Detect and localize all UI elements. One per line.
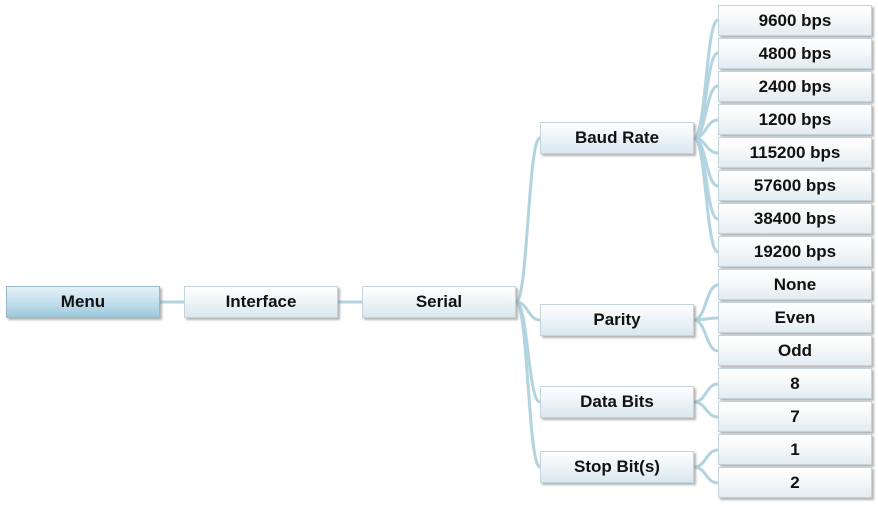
stop-bits-option-2[interactable]: 2	[718, 467, 872, 498]
baud-option-9600[interactable]: 9600 bps	[718, 5, 872, 36]
baud-option-38400[interactable]: 38400 bps	[718, 203, 872, 234]
data-bits-option-8[interactable]: 8	[718, 368, 872, 399]
stop-bits-option-1[interactable]: 1	[718, 434, 872, 465]
stop-bits-node[interactable]: Stop Bit(s)	[540, 451, 694, 483]
connector-data-bits-7	[692, 400, 720, 419]
connector-stop-bits-1	[692, 448, 720, 469]
menu-node[interactable]: Menu	[6, 286, 160, 318]
serial-node[interactable]: Serial	[362, 286, 516, 318]
data-bits-option-7[interactable]: 7	[718, 401, 872, 432]
parity-node[interactable]: Parity	[540, 304, 694, 336]
baud-option-2400[interactable]: 2400 bps	[718, 71, 872, 102]
connector-baud-19200	[692, 136, 720, 254]
parity-option-even[interactable]: Even	[718, 302, 872, 333]
baud-option-57600[interactable]: 57600 bps	[718, 170, 872, 201]
parity-option-none[interactable]: None	[718, 269, 872, 300]
baud-option-1200[interactable]: 1200 bps	[718, 104, 872, 135]
baud-option-19200[interactable]: 19200 bps	[718, 236, 872, 267]
data-bits-node[interactable]: Data Bits	[540, 386, 694, 418]
baud-rate-node[interactable]: Baud Rate	[540, 122, 694, 154]
parity-option-odd[interactable]: Odd	[718, 335, 872, 366]
baud-option-115200[interactable]: 115200 bps	[718, 137, 872, 168]
baud-option-4800[interactable]: 4800 bps	[718, 38, 872, 69]
interface-node[interactable]: Interface	[184, 286, 338, 318]
connector-parity-none	[692, 283, 720, 322]
connector-serial-baud-rate	[514, 136, 542, 304]
connector-data-bits-8	[692, 382, 720, 404]
connector-stop-bits-2	[692, 465, 720, 485]
connector-parity-odd	[692, 318, 720, 353]
connector-serial-stop-bits	[514, 300, 542, 469]
